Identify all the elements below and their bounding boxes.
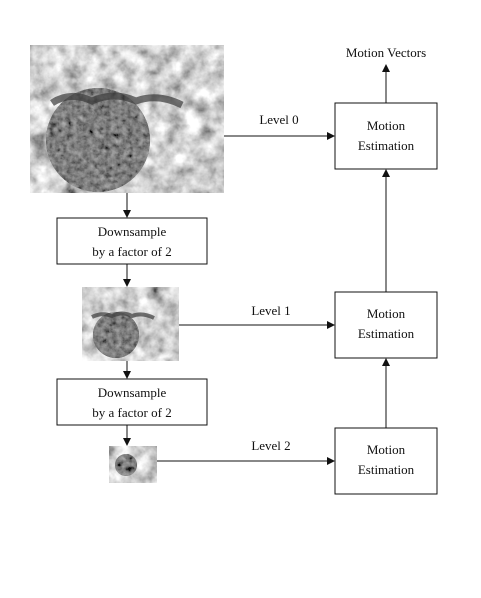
motion-estimation-box-0: Motion Estimation bbox=[334, 102, 438, 170]
downsample-box-2: Downsample by a factor of 2 bbox=[56, 378, 208, 426]
image-level-0 bbox=[30, 45, 224, 193]
downsample-2-line-1: Downsample bbox=[98, 385, 167, 400]
me-1-line-1: Motion bbox=[367, 306, 406, 321]
image-level-1 bbox=[82, 287, 179, 361]
me-2-line-2: Estimation bbox=[358, 462, 415, 477]
me-0-line-1: Motion bbox=[367, 118, 406, 133]
motion-vectors-label: Motion Vectors bbox=[346, 45, 426, 60]
me-0-line-2: Estimation bbox=[358, 138, 415, 153]
motion-estimation-box-2: Motion Estimation bbox=[334, 427, 438, 495]
me-1-line-2: Estimation bbox=[358, 326, 415, 341]
downsample-2-line-2: by a factor of 2 bbox=[92, 405, 171, 420]
level-2-label: Level 2 bbox=[251, 438, 290, 453]
level-0-label: Level 0 bbox=[259, 112, 298, 127]
level-1-label: Level 1 bbox=[251, 303, 290, 318]
me-2-line-1: Motion bbox=[367, 442, 406, 457]
image-level-2 bbox=[109, 446, 157, 483]
downsample-box-1: Downsample by a factor of 2 bbox=[56, 217, 208, 265]
downsample-1-line-2: by a factor of 2 bbox=[92, 244, 171, 259]
motion-estimation-box-1: Motion Estimation bbox=[334, 291, 438, 359]
downsample-1-line-1: Downsample bbox=[98, 224, 167, 239]
